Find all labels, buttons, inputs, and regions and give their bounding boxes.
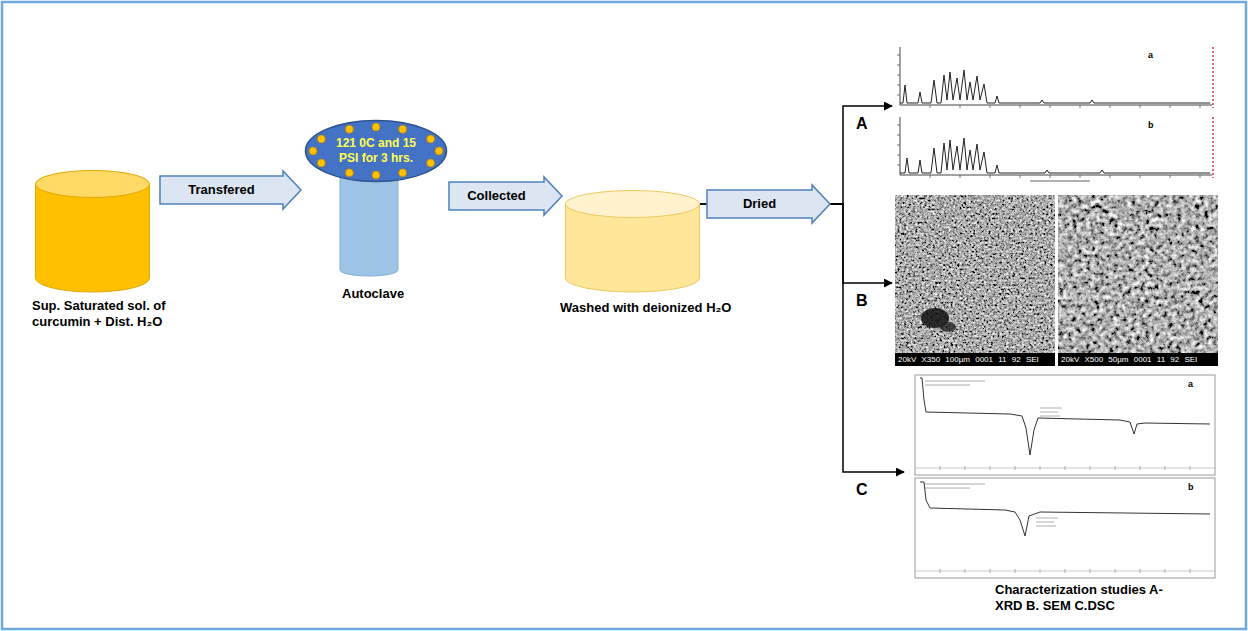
autoclave-node: 121 0C and 15 PSI for 3 hrs.Autoclave [305,120,447,278]
node-label: Sup. Saturated sol. of curcumin + Dist. … [32,298,204,330]
xrd-trace [900,70,1210,103]
axis-line [900,47,901,105]
node-label: Autoclave [342,286,404,302]
xrd-trace [900,138,1210,173]
lid-dot [399,125,407,133]
sem-info-bar [1058,353,1218,366]
dsc-trace [920,482,1210,536]
plot-header-mark [925,484,985,488]
axis-line [900,105,1212,106]
sem-info-text: 20kV X350 100µm 0001 11 92 SEI [898,354,1039,366]
block-arrow [449,177,562,215]
lid-dot [427,135,435,143]
sem-images [895,195,1218,366]
branch-line [830,204,892,283]
sem-image [1058,195,1218,353]
lid-dot [345,125,353,133]
lid-dot [309,147,317,155]
block-arrow-connector [449,177,562,215]
plot-tag: a [1188,379,1193,390]
lid-dot [427,159,435,167]
block-arrow [707,185,830,223]
block-arrow-connector [160,171,301,209]
dsc-trace [920,378,1210,455]
plot-border [1212,47,1213,108]
dsc-plot [915,478,1215,578]
dsc-panel: C [905,373,1217,578]
lid-dot [372,123,380,131]
peak-annotation-mark [1036,518,1058,526]
cylinder-shape [565,190,700,292]
lid-dot [345,169,353,177]
lid-dot [317,135,325,143]
block-arrow-connector [707,185,892,283]
axis-ticks [940,569,1190,573]
sem-image [895,195,1055,353]
plot-border [1212,117,1213,178]
dsc-plot [915,375,1215,475]
axis-ticks [940,466,1190,470]
sem-info-text: 20kV X500 50µm 0001 11 92 SEI [1061,354,1197,366]
plot-frame [915,375,1215,475]
sem-info-bar [895,353,1055,366]
edge-label: Transfered [186,182,256,198]
peak-annotation-mark [1040,408,1062,416]
process-condition: 121 0C and 15 PSI for 3 hrs. [326,136,426,166]
axis-caption-mark [1030,180,1090,182]
axis-line [900,175,1212,176]
axis-line [900,117,901,175]
washed-cylinder: Washed with deionized H₂O [565,190,700,292]
branch-connector [700,204,904,472]
panel-letter: A [856,114,868,134]
plot-tag: b [1148,120,1154,131]
panel-letter: B [856,291,868,311]
plot-header-mark [925,381,985,385]
plot-frame [915,478,1215,578]
branch-line [700,204,904,472]
axis-ticks [897,125,1200,178]
lid-dot [372,171,380,179]
edge-label: Dried [741,196,778,212]
plot-tag: a [1148,50,1153,61]
solution-cylinder: Sup. Saturated sol. of curcumin + Dist. … [35,170,150,292]
autoclave-lid [306,121,447,182]
sem-pore [940,322,956,332]
node-label: Washed with deionized H₂O [560,300,731,316]
edge-label: Collected [465,188,528,204]
axis-ticks [897,55,1200,108]
plot-tag: b [1188,482,1194,493]
lid-dot [317,159,325,167]
xrd-plot [897,117,1213,181]
xrd-panel: A [893,42,1218,182]
sem-panel: B [893,195,1218,367]
lid-dot [435,147,443,155]
cylinder-shape [35,170,150,292]
block-arrow [160,171,301,209]
cylinder-top [566,191,700,218]
cylinder-top [36,171,150,198]
xrd-plot [897,47,1213,108]
panel-letter: C [856,480,868,500]
figure-caption: Characterization studies A-XRD B. SEM C.… [995,582,1180,614]
lid-dot [399,169,407,177]
cylinder-body [36,184,150,292]
